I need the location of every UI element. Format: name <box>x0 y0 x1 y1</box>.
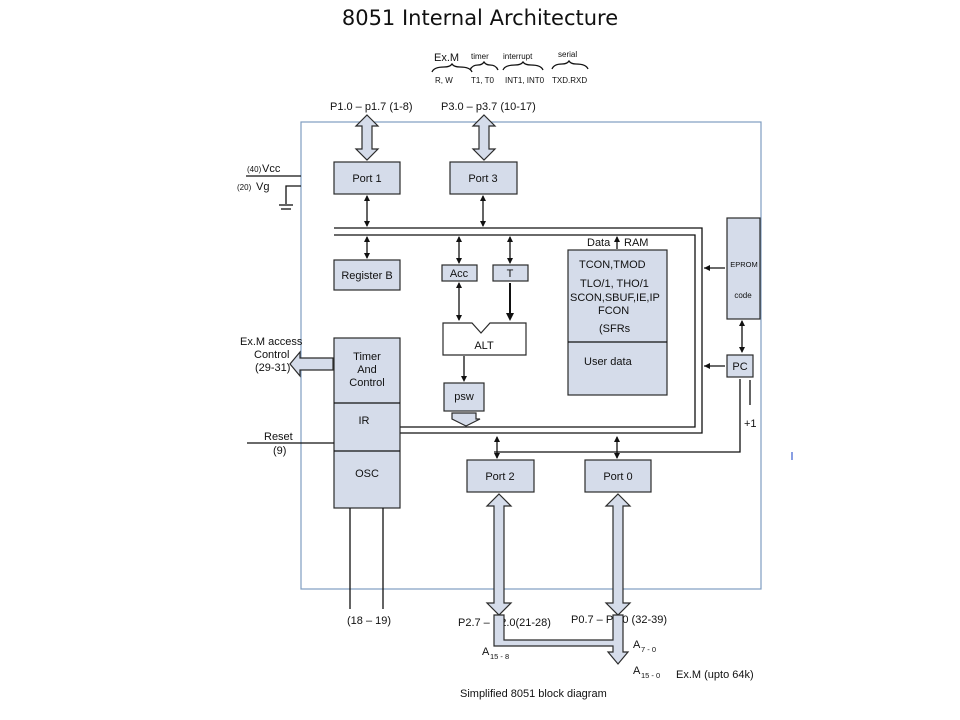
alu-block <box>442 322 527 356</box>
register-b-block <box>333 259 401 291</box>
reset-pin-label: (9) <box>273 445 286 457</box>
t-block <box>492 264 529 282</box>
ir-label: IR <box>359 415 370 427</box>
t-label: T <box>507 268 514 280</box>
port2-label: Port 2 <box>485 471 514 483</box>
alu-label: ALT <box>474 340 494 352</box>
sfr-line-3: SCON,SBUF,IE,IP <box>570 292 660 304</box>
timer-control-line-3: Control <box>349 377 384 389</box>
pins-exm: R, W <box>435 76 453 85</box>
code-label: code <box>734 291 752 300</box>
psw-bus-arrow <box>451 412 481 427</box>
a7-0-label: A <box>633 639 641 651</box>
port1-external-bus <box>354 114 380 161</box>
exm-access-arrow <box>289 350 334 378</box>
psw-block <box>443 382 485 412</box>
plus-one-label: +1 <box>744 418 757 430</box>
internal-data-bus <box>334 227 703 434</box>
exm-access-line-1: Ex.M access <box>240 336 303 348</box>
timer-control-line-2: And <box>357 364 377 376</box>
ram-data-label: Data <box>587 237 611 249</box>
port2-block <box>466 459 535 493</box>
port0-external-bus <box>604 493 632 616</box>
psw-label: psw <box>454 391 474 403</box>
sfr-line-4: FCON <box>598 305 629 317</box>
vg-pin-number: (20) <box>237 183 252 192</box>
brace-interrupt <box>502 60 544 71</box>
register-b-label: Register B <box>341 270 392 282</box>
acc-block <box>441 264 478 282</box>
brace-timer <box>469 60 499 71</box>
vcc-label: Vcc <box>262 163 281 175</box>
group-timer-label: timer <box>471 52 489 61</box>
sfr-line-1: TCON,TMOD <box>579 259 646 271</box>
sfr-line-5: (SFRs <box>599 323 631 335</box>
port0-label: Port 0 <box>603 471 632 483</box>
osc-pins-label: (18 – 19) <box>347 615 391 627</box>
group-exm-label: Ex.M <box>434 52 459 64</box>
eprom-label: EPROM <box>730 260 758 269</box>
reset-label: Reset <box>264 431 293 443</box>
port3-external-bus <box>471 114 497 161</box>
pc-block <box>726 354 754 378</box>
group-interrupt-label: interrupt <box>503 52 533 61</box>
a7-0-subscript: 7 - 0 <box>641 645 656 654</box>
a15-8-label: A <box>482 646 490 658</box>
brace-exm <box>431 62 473 73</box>
a15-0-subscript: 15 - 0 <box>641 671 660 680</box>
diagram-caption: Simplified 8051 block diagram <box>460 688 607 700</box>
eprom-block <box>726 217 761 320</box>
port1-block <box>333 161 401 195</box>
pins-serial: TXD.RXD <box>552 76 587 85</box>
port1-label: Port 1 <box>352 173 381 185</box>
ground-line <box>285 185 301 204</box>
timer-control-line-1: Timer <box>353 351 381 363</box>
group-serial-label: serial <box>558 50 577 59</box>
page-title: 8051 Internal Architecture <box>341 6 619 30</box>
vg-label: Vg <box>256 181 269 193</box>
a15-0-label: A <box>633 665 641 677</box>
acc-label: Acc <box>450 268 469 280</box>
exm-access-line-3: (29-31) <box>255 362 290 374</box>
sfr-line-2: TLO/1, THO/1 <box>580 278 649 290</box>
pc-address-line <box>494 379 741 453</box>
address-bus-merge <box>493 614 630 665</box>
port0-block <box>584 459 652 493</box>
port3-label: Port 3 <box>468 173 497 185</box>
port3-block <box>449 161 518 195</box>
ram-block <box>567 249 668 396</box>
p1-pins-label: P1.0 – p1.7 (1-8) <box>330 101 413 113</box>
osc-label: OSC <box>355 468 379 480</box>
top-signal-groups: Ex.M timer interrupt serial R, W T1, T0 … <box>431 50 589 85</box>
brace-serial <box>551 59 589 70</box>
chip-boundary <box>300 121 762 590</box>
exm-64k-label: Ex.M (upto 64k) <box>676 669 754 681</box>
control-unit-block <box>333 337 401 509</box>
port-bus-connectors <box>364 195 486 227</box>
pc-label: PC <box>732 361 747 373</box>
exm-access-line-2: Control <box>254 349 289 361</box>
user-data-label: User data <box>584 356 633 368</box>
p3-pins-label: P3.0 – p3.7 (10-17) <box>441 101 536 113</box>
vcc-pin-number: (40) <box>247 165 262 174</box>
ram-ram-label: RAM <box>624 237 648 249</box>
pins-interrupt: INT1, INT0 <box>505 76 545 85</box>
pins-timer: T1, T0 <box>471 76 495 85</box>
port2-external-bus <box>485 493 513 616</box>
a15-8-subscript: 15 - 8 <box>490 652 509 661</box>
